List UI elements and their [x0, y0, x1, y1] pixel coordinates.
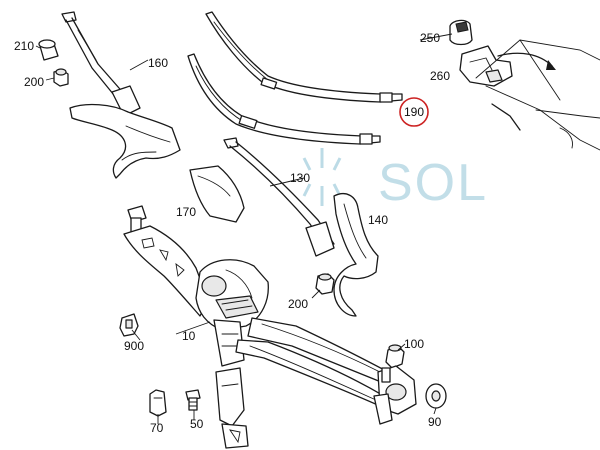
part-170-cover [189, 165, 245, 223]
sol-watermark-text: SOL [378, 154, 488, 212]
part-250-nozzle [449, 19, 473, 46]
part-160-wiper-arm-left [61, 11, 141, 117]
label-70: 70 [150, 421, 164, 435]
highlight-circle-190 [399, 97, 429, 127]
part-70-rubber-mount [149, 389, 167, 417]
label-260: 260 [430, 69, 450, 83]
part-90-crank-disk [425, 383, 447, 409]
label-200-top: 200 [24, 75, 44, 89]
label-100: 100 [404, 337, 424, 351]
part-160-arm-cover [69, 103, 181, 179]
part-140-arm-cover [333, 193, 379, 317]
part-10-wiper-linkage [123, 205, 417, 449]
label-200-lower: 200 [288, 297, 308, 311]
label-170: 170 [176, 205, 196, 219]
part-210-cap [38, 39, 59, 61]
label-10: 10 [182, 329, 196, 343]
part-50-bolt [185, 389, 201, 411]
part-200-nut-top [53, 68, 69, 87]
label-250: 250 [420, 31, 440, 45]
label-190: 190 [404, 105, 424, 119]
label-160: 160 [148, 56, 168, 70]
part-900-grommet [119, 313, 139, 337]
part-190-wiper-blades [187, 11, 403, 145]
label-140: 140 [368, 213, 388, 227]
part-260-washer-jet [459, 45, 556, 87]
part-100-pivot-nut [385, 344, 405, 369]
label-900: 900 [124, 339, 144, 353]
label-90: 90 [428, 415, 442, 429]
part-200-nut-lower [315, 273, 335, 295]
car-body-outline [475, 39, 600, 151]
leader-lines [35, 33, 453, 424]
label-50: 50 [190, 417, 204, 431]
part-130-wiper-arm-right [223, 137, 335, 257]
label-130: 130 [290, 171, 310, 185]
sol-watermark: SOL [302, 148, 488, 212]
label-210: 210 [14, 39, 34, 53]
